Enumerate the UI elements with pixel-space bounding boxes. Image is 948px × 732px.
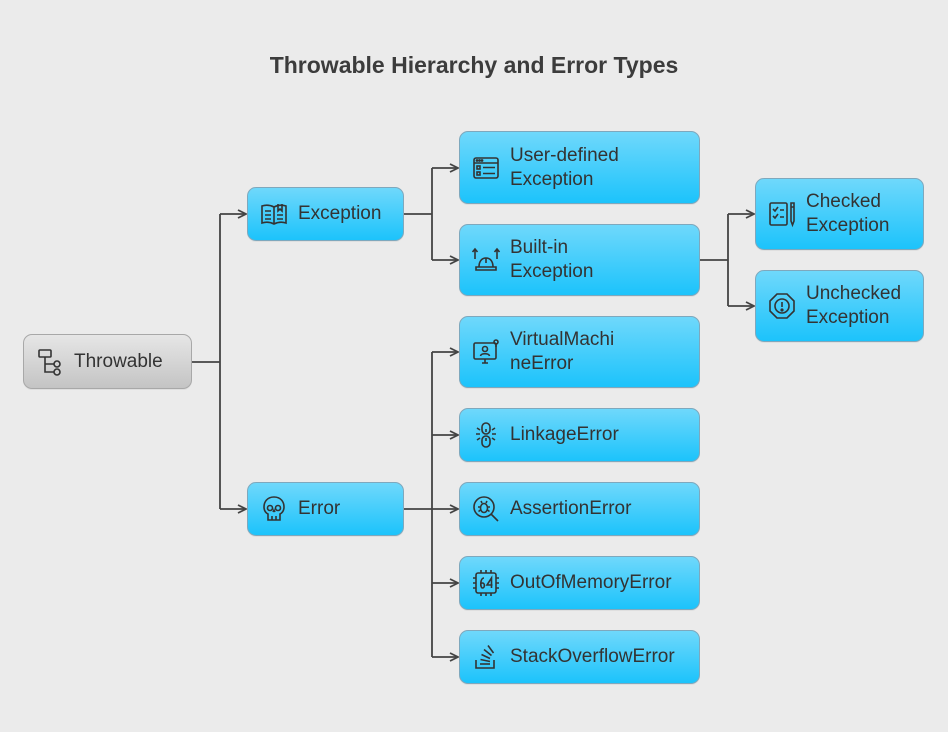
node-label: AssertionError — [510, 498, 632, 519]
node-label: User-defined Exception — [510, 144, 619, 190]
node-label: Unchecked Exception — [806, 283, 902, 328]
node-label: Built-in Exception — [510, 237, 594, 282]
skull-icon — [258, 493, 290, 525]
broken-link-icon — [470, 419, 502, 451]
construction-helmet-icon — [470, 244, 502, 276]
hierarchy-icon — [34, 346, 66, 378]
node-built-in-exception: Built-in Exception — [459, 224, 700, 296]
node-checked-exception: Checked Exception — [755, 178, 924, 250]
node-exception: Exception — [247, 187, 404, 241]
memory-chip-64-icon — [470, 567, 502, 599]
node-label: Checked Exception — [806, 191, 890, 236]
node-stack-overflow-error: StackOverflowError — [459, 630, 700, 684]
node-assertion-error: AssertionError — [459, 482, 700, 536]
node-user-defined-exception: User-defined Exception — [459, 131, 700, 204]
bug-search-icon — [470, 493, 502, 525]
node-label: LinkageError — [510, 424, 619, 445]
node-label: VirtualMachi neError — [510, 329, 615, 374]
node-label: Exception — [298, 203, 382, 224]
node-out-of-memory-error: OutOfMemoryError — [459, 556, 700, 610]
diagram-title: Throwable Hierarchy and Error Types — [269, 52, 679, 78]
open-book-icon — [258, 198, 290, 230]
node-throwable: Throwable — [23, 334, 192, 389]
node-virtual-machine-error: VirtualMachi neError — [459, 316, 700, 388]
node-error: Error — [247, 482, 404, 536]
browser-window-icon — [470, 152, 502, 184]
checklist-pen-icon — [766, 198, 798, 230]
node-linkage-error: LinkageError — [459, 408, 700, 462]
node-label: StackOverflowError — [510, 646, 675, 667]
octagon-alert-icon — [766, 290, 798, 322]
stack-overflow-icon — [470, 641, 502, 673]
node-unchecked-exception: Unchecked Exception — [755, 270, 924, 342]
monitor-user-icon — [470, 336, 502, 368]
node-label: Error — [298, 498, 341, 519]
node-label: OutOfMemoryError — [510, 572, 672, 593]
node-label: Throwable — [74, 350, 163, 372]
